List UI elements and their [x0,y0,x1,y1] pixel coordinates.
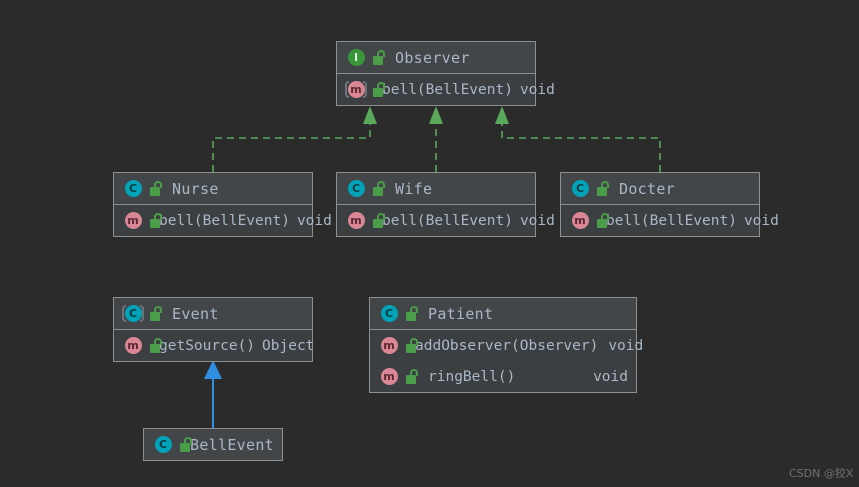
class-name-wife: Wife [395,179,433,198]
class-icon: C [345,179,367,198]
member-name: bell(BellEvent) [382,81,513,98]
member-name: bell(BellEvent) [382,212,513,229]
class-header-docter: C Docter [561,173,759,204]
member-row[interactable]: m bell(BellEvent) void [114,205,332,236]
class-name-patient: Patient [428,304,494,323]
member-row[interactable]: m bell(BellEvent) void [561,205,779,236]
class-name-docter: Docter [619,179,675,198]
class-box-wife[interactable]: C Wife m bell(BellEvent) void [336,172,555,237]
member-return-type: Object [262,337,315,354]
member-name: bell(BellEvent) [159,212,290,229]
member-row[interactable]: m bell(BellEvent) void [337,205,555,236]
class-box-bellevent[interactable]: C BellEvent [143,428,283,461]
class-name-bellevent: BellEvent [190,435,274,454]
class-icon: C [122,179,144,198]
member-return-type: void [519,212,555,229]
member-name: ringBell() [428,368,516,385]
class-box-observer[interactable]: I Observer m bell(BellEvent) void [336,41,555,106]
member-return-type: void [519,81,555,98]
members-patient: m addObserver(Observer) void m ringBell(… [370,329,643,392]
method-icon: m [122,336,144,355]
members-docter: m bell(BellEvent) void [561,204,779,236]
class-header-observer: I Observer [337,42,535,73]
edge-nurse-observer [212,106,377,172]
member-name: addObserver(Observer) [415,337,599,354]
class-box-patient[interactable]: C Patient m addObserver(Observer) void m [369,297,643,393]
member-name: bell(BellEvent) [606,212,737,229]
abstract-class-icon: C [122,304,144,323]
class-header-nurse: C Nurse [114,173,312,204]
public-unlocked-icon [373,50,386,65]
watermark: CSDN @狡X [789,467,854,480]
member-return-type: void [608,337,644,354]
member-row[interactable]: m bell(BellEvent) void [337,74,555,105]
method-icon: m [569,211,591,230]
public-unlocked-icon [180,437,192,452]
interface-icon: I [345,48,367,67]
member-row[interactable]: m addObserver(Observer) void [370,330,643,361]
edge-wife-observer [429,106,443,172]
member-return-type: void [593,368,628,385]
class-header-event: C Event [114,298,312,329]
members-wife: m bell(BellEvent) void [337,204,555,236]
member-return-type: void [743,212,779,229]
method-icon: m [378,336,400,355]
public-unlocked-icon [150,181,163,196]
class-name-event: Event [172,304,219,323]
class-box-event[interactable]: C Event m getSource() Object [113,297,315,362]
class-name-nurse: Nurse [172,179,219,198]
method-icon: m [122,211,144,230]
public-unlocked-icon [150,306,163,321]
public-unlocked-icon [597,181,610,196]
method-icon: m [378,367,400,386]
members-observer: m bell(BellEvent) void [337,73,555,105]
member-row[interactable]: m getSource() Object [114,330,315,361]
class-header-wife: C Wife [337,173,535,204]
class-icon: C [378,304,400,323]
members-event: m getSource() Object [114,329,315,361]
public-unlocked-icon [406,306,419,321]
class-icon: C [152,435,174,454]
public-unlocked-icon [406,369,419,384]
class-box-docter[interactable]: C Docter m bell(BellEvent) void [560,172,779,237]
public-unlocked-icon [373,181,386,196]
class-header-bellevent: C BellEvent [144,429,282,460]
member-row[interactable]: m ringBell() void [370,361,636,392]
members-nurse: m bell(BellEvent) void [114,204,332,236]
member-return-type: void [296,212,332,229]
edge-bellevent-event [204,360,222,428]
member-name: getSource() [159,337,256,354]
class-header-patient: C Patient [370,298,636,329]
class-icon: C [569,179,591,198]
class-box-nurse[interactable]: C Nurse m bell(BellEvent) void [113,172,332,237]
method-icon: m [345,211,367,230]
class-name-observer: Observer [395,48,470,67]
edge-docter-observer [495,106,661,172]
abstract-method-icon: m [345,80,367,99]
